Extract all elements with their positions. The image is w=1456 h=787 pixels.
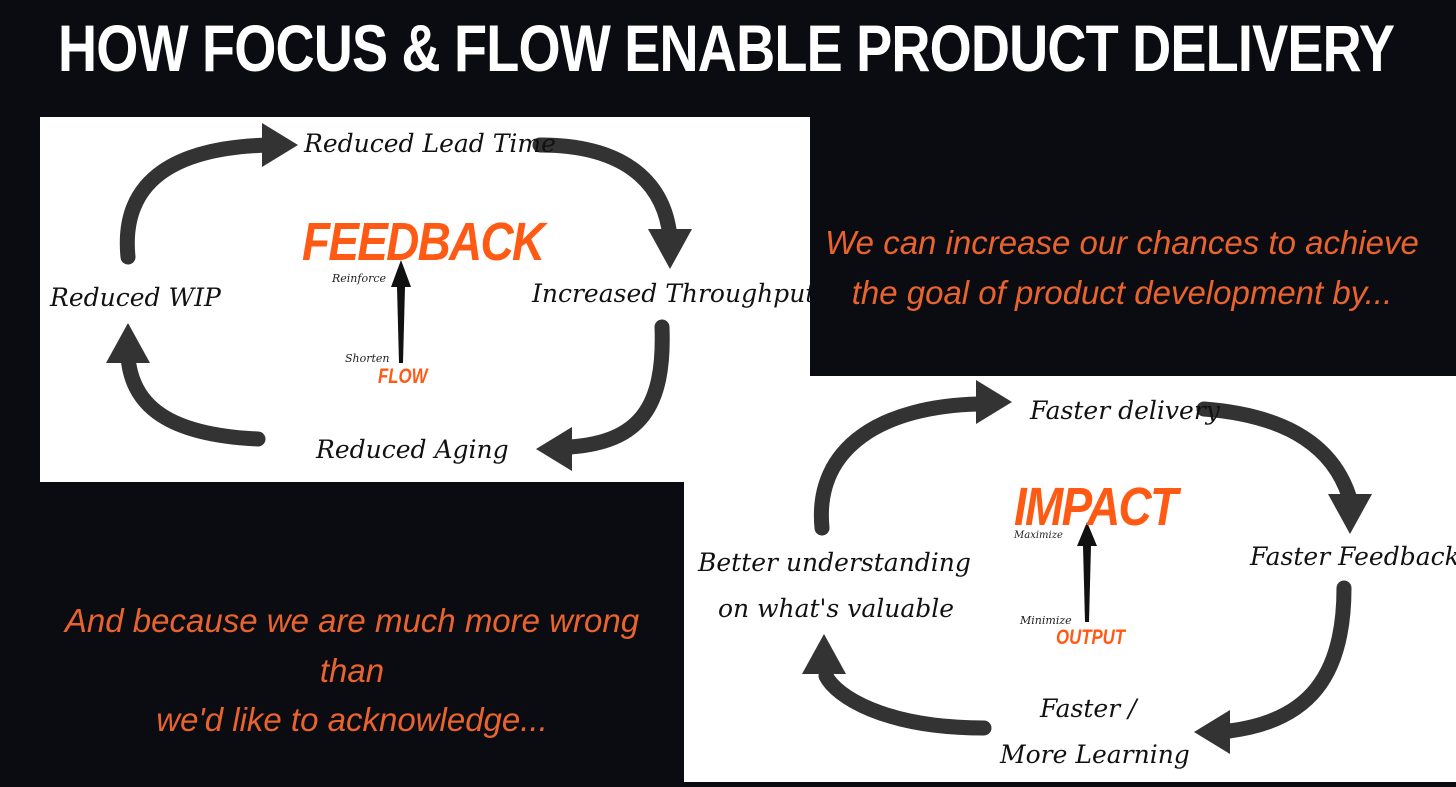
arrowhead-right — [1328, 494, 1372, 534]
feedback-heading: FEEDBACK — [302, 212, 545, 272]
center-up-arrow — [391, 260, 411, 363]
arrow-bottom-left — [120, 349, 266, 447]
arrow-bottom-right — [562, 319, 670, 455]
shorten-label: Shorten — [345, 352, 390, 365]
statement-top-line1: We can increase our chances to achieve — [825, 224, 1419, 261]
statement-bottom-line1: And because we are much more wrong than — [64, 602, 640, 689]
statement-top-line2: the goal of product development by... — [851, 273, 1393, 311]
arrow-top-right — [532, 137, 678, 245]
arrow-heads — [106, 123, 692, 471]
slide-title: HOW FOCUS & FLOW ENABLE PRODUCT DELIVERY — [58, 11, 1395, 85]
maximize-label: Maximize — [1014, 530, 1063, 541]
arrowhead-top — [262, 123, 298, 167]
arrowhead-right — [648, 229, 692, 269]
reinforce-label: Reinforce — [332, 272, 387, 285]
center-up-arrow — [1077, 522, 1097, 622]
impact-label-top: Faster delivery — [1030, 396, 1220, 425]
impact-label-bottom-1: Faster / — [1040, 694, 1137, 723]
flow-label: FLOW — [378, 365, 428, 388]
impact-cycle-arrows — [802, 380, 1372, 754]
arrowhead-left — [106, 323, 150, 363]
arrowhead-bottom — [1194, 710, 1230, 754]
impact-label-left-2: on what's valuable — [718, 594, 955, 623]
flow-cycle-arrows — [106, 123, 692, 471]
arrowhead-left — [802, 634, 846, 674]
statement-bottom-line2: we'd like to acknowledge... — [156, 701, 548, 738]
flow-label-top: Reduced Lead Time — [304, 129, 556, 158]
flow-cycle-panel: Reduced Lead Time Increased Throughput R… — [40, 117, 810, 482]
impact-cycle-panel: Faster delivery Faster Feedback Faster /… — [684, 376, 1456, 782]
flow-label-bottom: Reduced Aging — [316, 435, 509, 464]
statement-top: We can increase our chances to achieve t… — [822, 218, 1422, 317]
arrowhead-bottom — [536, 427, 572, 471]
flow-label-left: Reduced WIP — [50, 283, 221, 312]
impact-label-left-1: Better understanding — [698, 548, 971, 577]
impact-heading: IMPACT — [1014, 477, 1178, 537]
flow-label-right: Increased Throughput — [532, 279, 810, 308]
arrow-top-left — [119, 137, 278, 265]
arrow-bottom-left — [818, 668, 992, 736]
minimize-label: Minimize — [1020, 614, 1072, 627]
arrowhead-top — [976, 380, 1012, 424]
impact-label-bottom-2: More Learning — [1000, 740, 1190, 769]
arrow-top-right — [1196, 401, 1357, 504]
impact-label-right: Faster Feedback — [1250, 542, 1456, 571]
output-label: OUTPUT — [1056, 626, 1126, 649]
arrow-bottom-right — [1221, 580, 1352, 739]
statement-bottom: And because we are much more wrong than … — [42, 596, 662, 745]
arrow-heads — [802, 380, 1372, 754]
arrow-top-left — [813, 396, 987, 536]
